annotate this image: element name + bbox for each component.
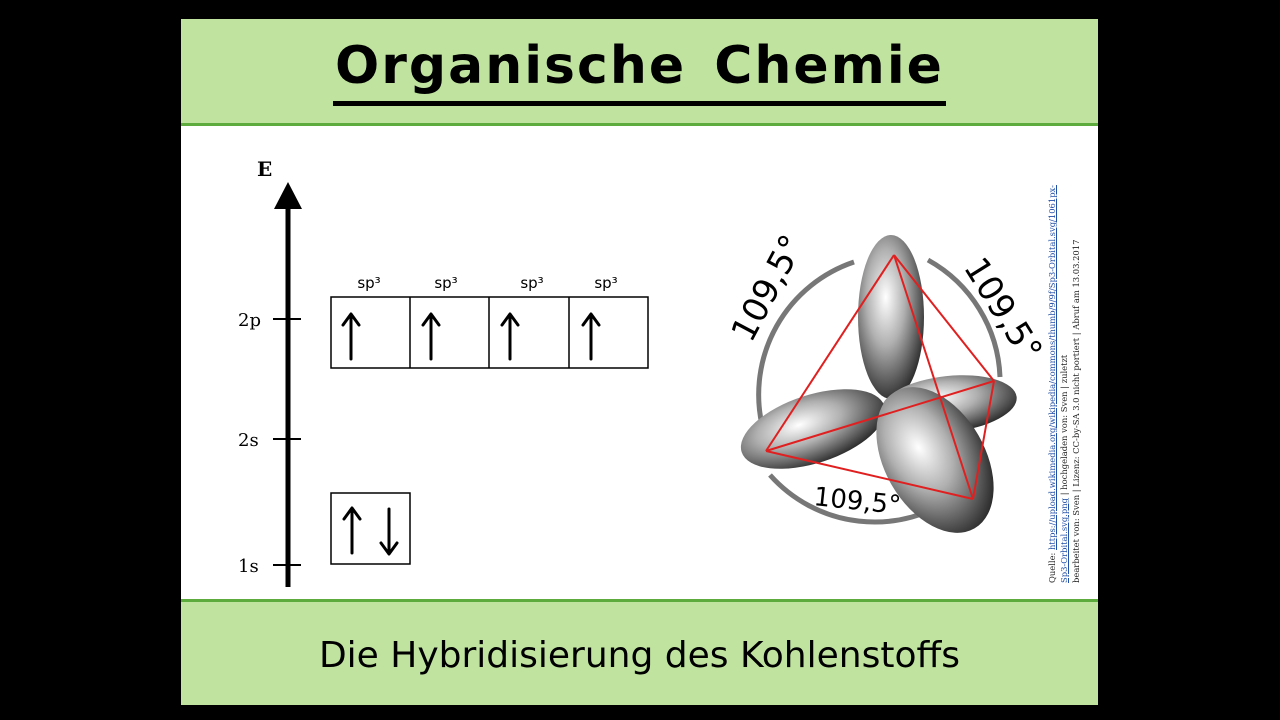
level-label-2s: 2s	[238, 430, 259, 451]
sp3-label-1: sp³	[357, 274, 380, 292]
credit-license: bearbeitet von: Sven | Lizenz: CC-by-SA …	[1071, 239, 1081, 583]
page-title-text: Organische Chemie	[333, 33, 946, 106]
sp3-label-2: sp³	[434, 274, 457, 292]
footer-band: Die Hybridisierung des Kohlenstoffs	[181, 599, 1098, 705]
orbital-lobe	[740, 389, 886, 469]
energy-axis-label: E	[257, 157, 272, 181]
orbital-lobe	[858, 235, 924, 399]
tetrahedron-edges	[765, 254, 995, 500]
level-label-1s: 1s	[238, 556, 259, 577]
spin-up-arrow	[421, 312, 441, 361]
slide: Organische Chemie E 2p 2s 1s sp³ sp³	[181, 19, 1098, 705]
angle-arc	[926, 257, 1003, 378]
box-1s-outline	[330, 492, 411, 565]
level-label-2p: 2p	[238, 310, 261, 331]
spin-up-arrow	[342, 506, 362, 555]
header-band: Organische Chemie	[181, 19, 1098, 126]
image-source-credit: Quelle: https://upload.wikimedia.org/wik…	[1046, 171, 1094, 583]
spin-up-arrow	[500, 312, 520, 361]
spin-down-arrow	[379, 507, 399, 556]
hybridization-diagram: E 2p 2s 1s sp³ sp³ sp³ sp³	[238, 157, 1050, 587]
spin-up-arrow	[581, 312, 601, 361]
angle-label: 109,5°	[724, 228, 813, 348]
energy-axis-arrowhead	[274, 182, 302, 209]
sp3-label-3: sp³	[520, 274, 543, 292]
credit-prefix: Quelle:	[1047, 549, 1057, 583]
spin-up-arrow	[341, 312, 361, 361]
angle-arc	[756, 259, 855, 426]
sp3-label-4: sp³	[594, 274, 617, 292]
orbital-box-1s	[330, 492, 411, 565]
credit-uploader: | hochgeladen von: Sven | zuletzt	[1059, 354, 1069, 498]
page-title: Organische Chemie	[181, 33, 1098, 106]
energy-axis: E 2p 2s 1s	[238, 157, 302, 587]
page-subtitle: Die Hybridisierung des Kohlenstoffs	[318, 635, 961, 676]
sp3-tetrahedron-illustration: 109,5° 109,5° 109,5°	[724, 228, 1050, 533]
sp3-orbital-boxes: sp³ sp³ sp³ sp³	[330, 274, 649, 369]
